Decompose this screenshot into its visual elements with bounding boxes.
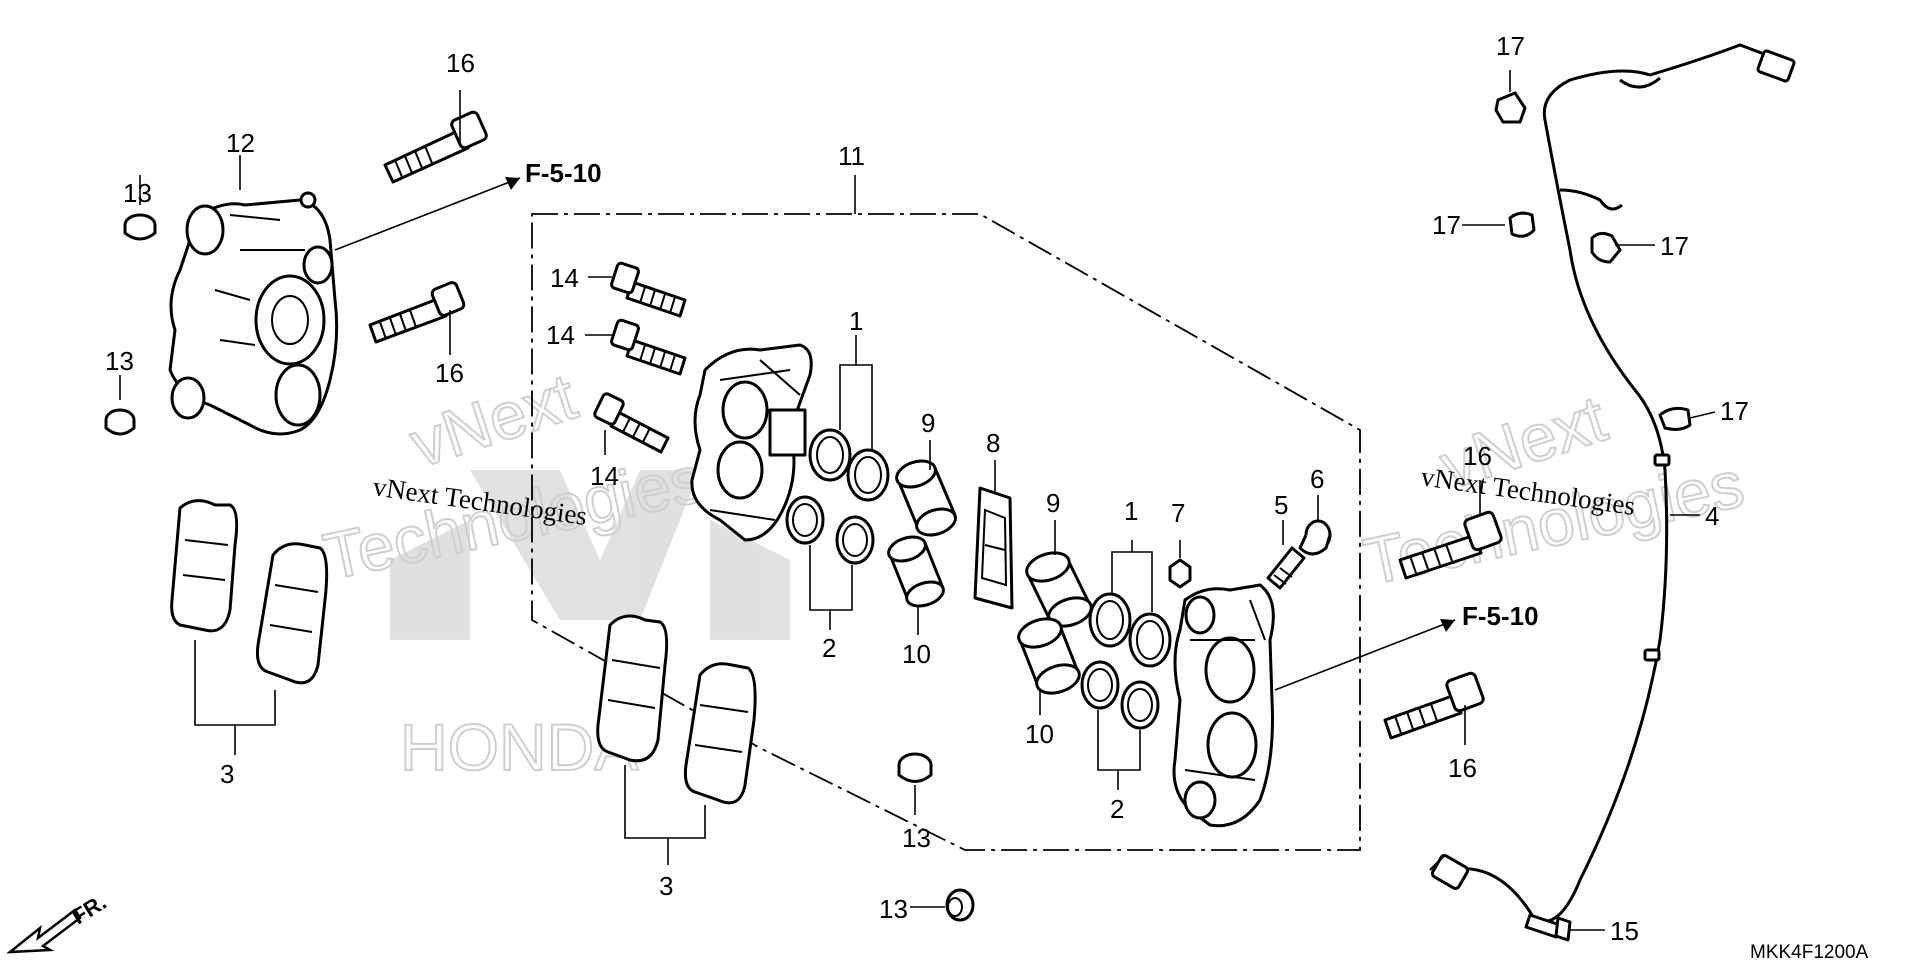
callout-7: 7 [1171,498,1185,528]
bolt-16-middle-left [368,281,466,344]
bracket-2-left [809,545,853,611]
arrow-ref-top [505,177,520,190]
bracket-3-center [624,765,706,839]
clip-17-right [1590,231,1622,264]
callout-12: 12 [226,128,255,158]
bracket-2-right [1097,710,1141,771]
seal-13-bottom [945,888,975,922]
piston-10-right [1017,617,1081,695]
seal-13-upper-left [123,213,157,241]
piston-seal-1-right-a [1088,592,1132,648]
seal-13-center [897,752,933,783]
callout-4: 4 [1705,501,1719,531]
callout-14: 14 [546,320,575,350]
piston-seal-1-right-b [1128,612,1172,668]
caliper-assembly-boundary [531,213,1361,851]
callout-17: 17 [1432,210,1461,240]
bolt-16-upper-left [383,110,488,184]
clip-17-left [1508,211,1536,238]
bolt-14-top [610,261,687,318]
caliper-half-left [690,343,813,542]
callout-8: 8 [986,428,1000,458]
brake-pad-3-left-a [170,499,239,633]
callout-13: 13 [123,178,152,208]
clip-17-lower [1658,406,1692,431]
bolt-16-right-upper [1398,510,1503,580]
pad-shim-8 [973,486,1014,610]
piston-seal-2-right-b [1120,680,1160,730]
callout-1: 1 [849,306,863,336]
honda-logo-watermark [390,470,790,640]
caliper-body-left [168,191,339,436]
callout-14: 14 [590,461,619,491]
callout-16: 16 [446,48,475,78]
callout-9: 9 [1046,488,1060,518]
callout-labels: 16 12 13 13 16 3 11 14 14 14 1 9 8 9 1 7… [105,31,1749,946]
callout-17: 17 [1660,231,1689,261]
brake-pad-3-center-b [683,662,757,805]
piston-10-left [887,535,945,608]
callout-14: 14 [550,263,579,293]
arrow-ref-right [1440,619,1455,632]
callout-5: 5 [1274,490,1288,520]
bolt-14-middle [610,318,687,376]
callout-16: 16 [435,358,464,388]
watermark-big-1: vNext [401,359,584,482]
piston-seal-2-lower-right [835,515,875,565]
piston-seal-2-right-a [1080,660,1120,710]
wheel-speed-sensor-4 [1429,43,1796,923]
callout-10: 10 [1025,719,1054,749]
callout-17: 17 [1720,396,1749,426]
callout-1: 1 [1124,496,1138,526]
bolt-16-right-lower [1383,671,1485,740]
callout-2: 2 [822,633,836,663]
bolt-15 [1524,913,1572,942]
piston-seal-2-lower-left [785,495,825,545]
leader-ref-right [1274,619,1456,691]
callout-13: 13 [879,894,908,924]
nut-7 [1168,558,1192,589]
callout-17: 17 [1496,31,1525,61]
leader-17-lower [1689,411,1716,419]
callout-11: 11 [838,141,865,171]
callout-3: 3 [220,759,234,789]
front-direction-indicator: FR. [6,889,111,954]
callout-6: 6 [1310,464,1324,494]
reference-link-top[interactable]: F-5-10 [525,158,602,188]
callout-9: 9 [921,408,935,438]
callout-2: 2 [1110,794,1124,824]
callout-15: 15 [1610,916,1639,946]
brake-pad-3-left-b [256,542,329,685]
clip-17-top [1494,91,1527,124]
callout-16: 16 [1463,441,1492,471]
piston-9-left [895,459,957,537]
bleeder-valve-5 [1266,546,1306,590]
reference-link-right[interactable]: F-5-10 [1462,601,1539,631]
diagram-code: MKK4F1200A [1750,942,1869,960]
callout-3: 3 [659,871,673,901]
front-arrow-icon [6,908,82,954]
caliper-half-right [1172,583,1275,828]
callout-13: 13 [902,823,931,853]
seal-13-lower-left [104,408,136,436]
leader-ref-top [334,177,521,251]
callout-10: 10 [902,639,931,669]
piston-seal-1-upper-right [846,448,890,502]
piston-seal-1-upper-left [808,428,852,482]
bolt-14-bottom [593,392,670,454]
brake-pad-3-center-a [596,614,669,763]
callout-13: 13 [105,346,134,376]
piston-9-right [1025,551,1093,628]
bleeder-cap-6 [1298,519,1332,556]
callout-16: 16 [1448,753,1477,783]
